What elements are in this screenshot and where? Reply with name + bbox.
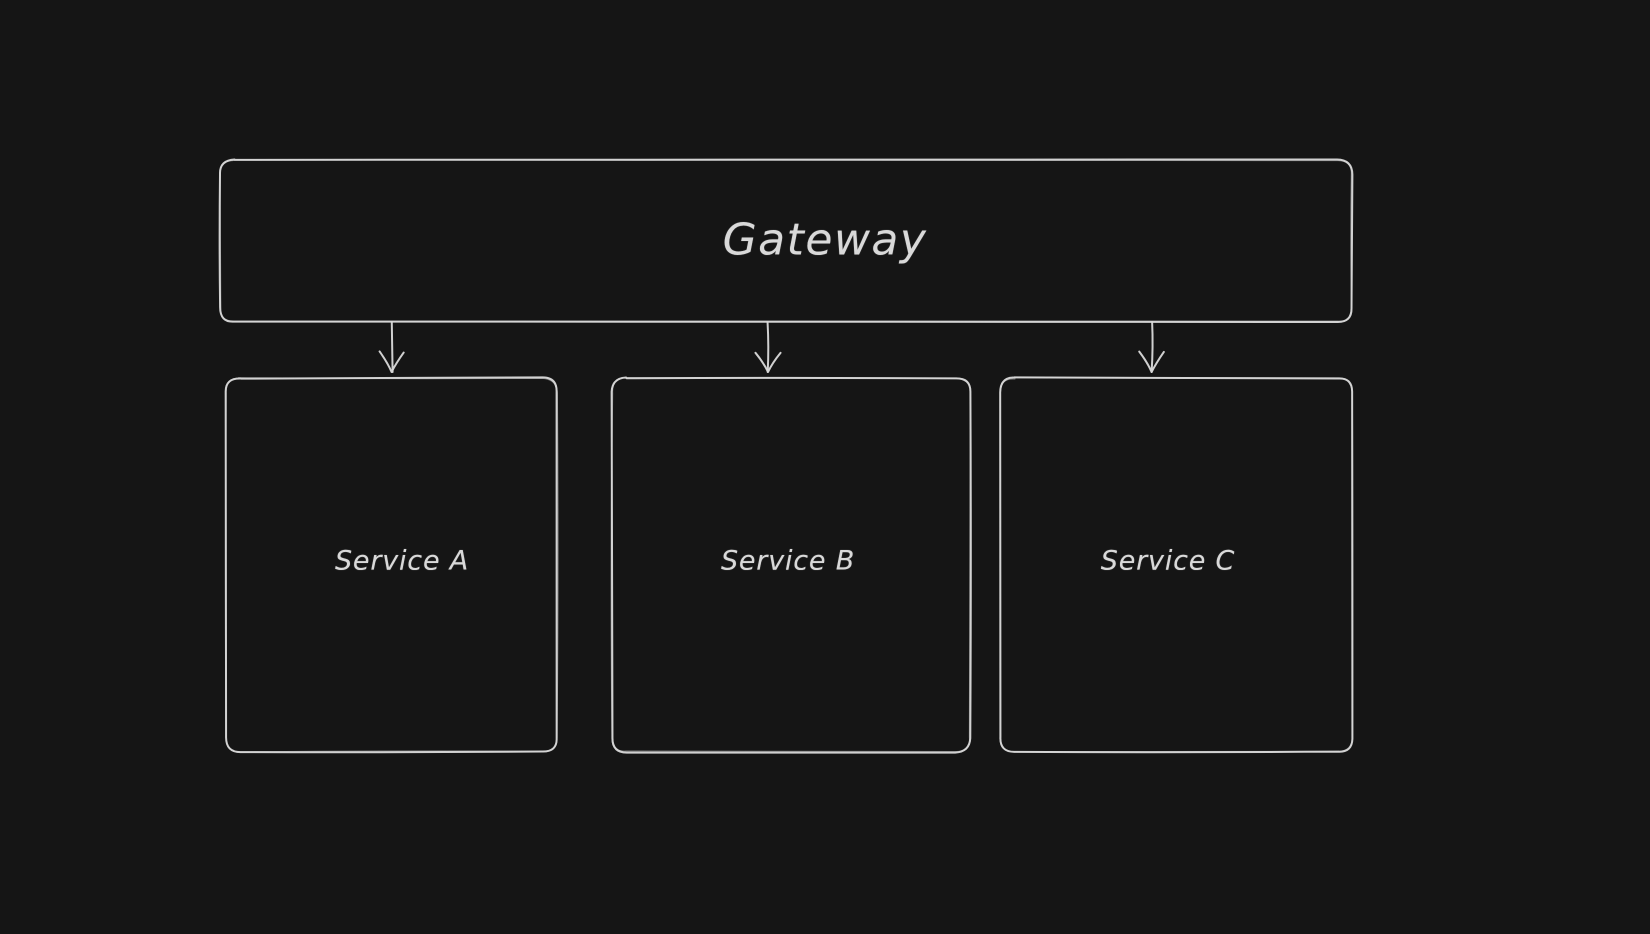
node-box-service-a-outline (224, 376, 558, 754)
node-box-service-b[interactable] (610, 376, 972, 754)
edge-gateway-to-service-a-arrowhead (378, 350, 405, 373)
edges-group (378, 321, 1165, 373)
node-box-service-c-outline (999, 376, 1354, 754)
edge-gateway-to-service-c-arrowhead (1138, 350, 1165, 373)
edge-gateway-to-service-a-shaft (390, 321, 394, 373)
node-box-service-c[interactable] (999, 376, 1354, 754)
node-box-gateway-outline (218, 158, 1354, 323)
edge-gateway-to-service-a[interactable] (378, 321, 405, 373)
edge-gateway-to-service-b-arrowhead (754, 351, 782, 373)
edge-gateway-to-service-b[interactable] (754, 321, 782, 373)
node-box-gateway[interactable] (218, 158, 1354, 323)
node-box-service-a-outline-2 (224, 377, 559, 753)
edge-gateway-to-service-c-shaft (1150, 321, 1154, 373)
node-box-service-b-outline (610, 376, 972, 754)
node-box-service-b-outline-2 (610, 377, 972, 753)
edge-gateway-to-service-c[interactable] (1138, 321, 1165, 373)
node-box-service-a[interactable] (224, 376, 559, 754)
edge-gateway-to-service-b-shaft (766, 321, 770, 373)
node-box-gateway-outline-2 (219, 159, 1353, 322)
shapes-group (218, 158, 1354, 754)
node-box-service-c-outline-2 (999, 376, 1354, 753)
